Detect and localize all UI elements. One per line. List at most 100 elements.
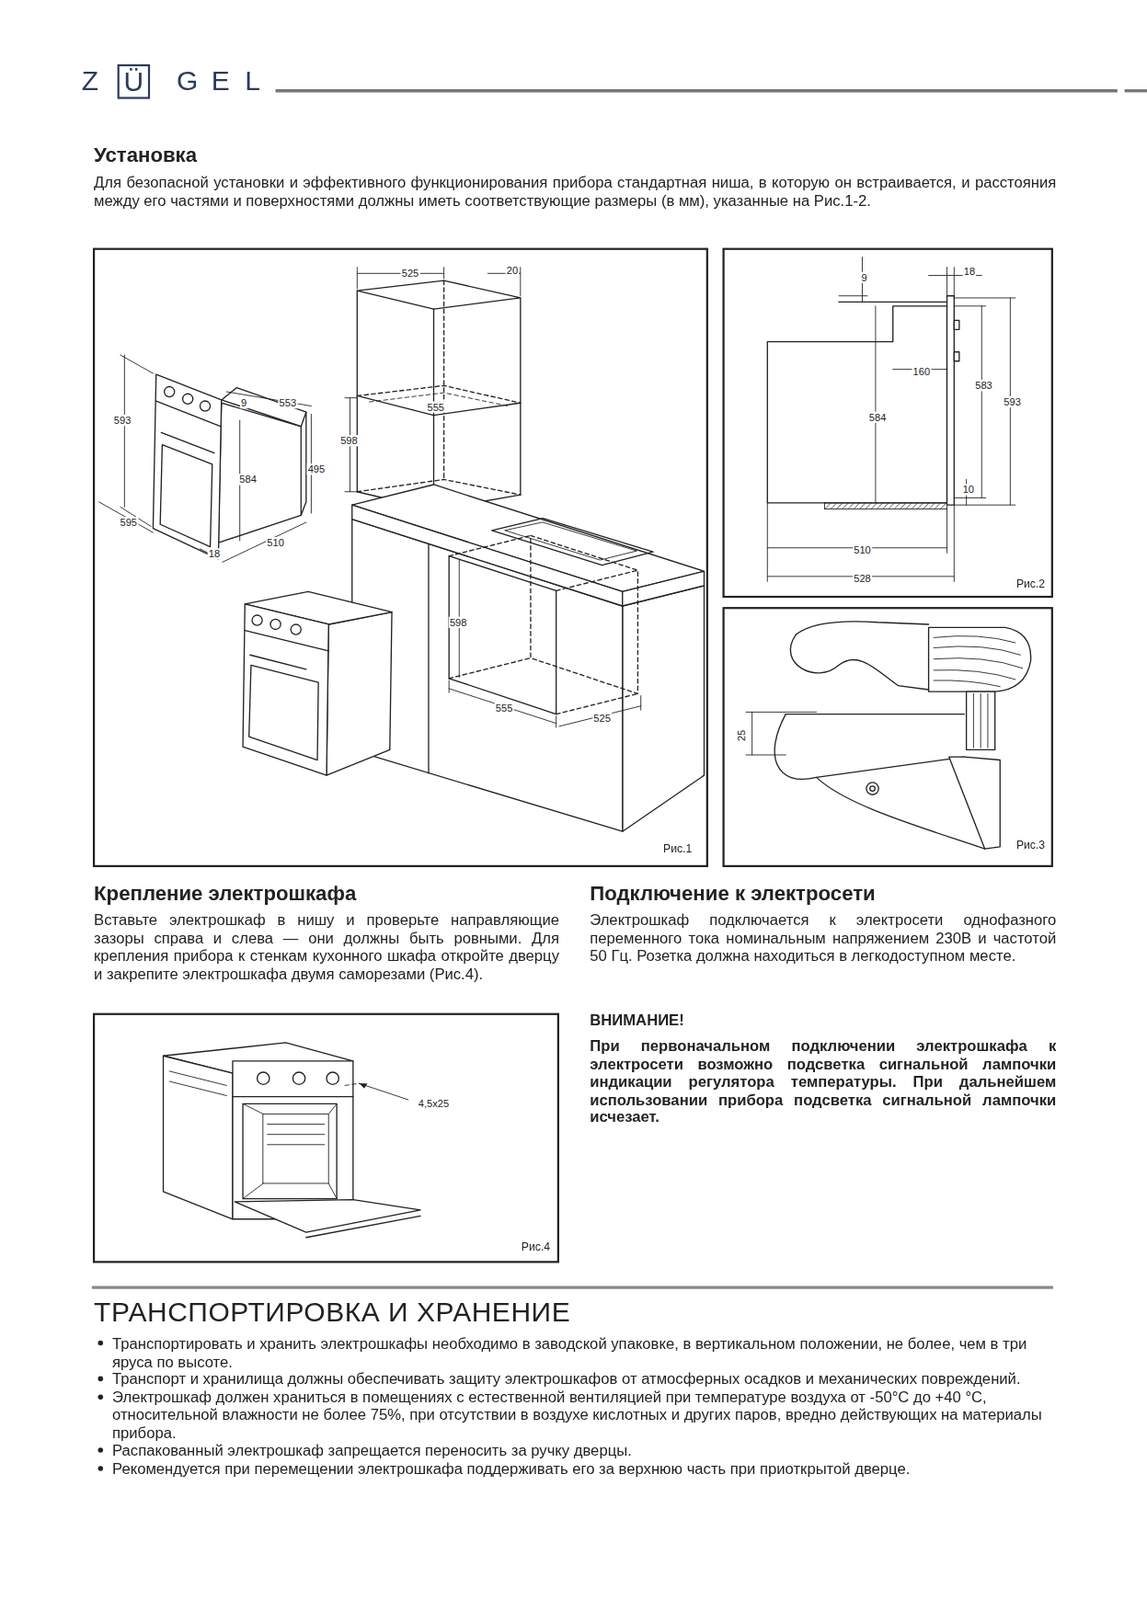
leader-line: [359, 1083, 409, 1101]
dimension-value: 525: [401, 267, 421, 279]
figure-caption: Рис.2: [1016, 577, 1045, 590]
figure-frame: 25Рис.3: [722, 607, 1053, 868]
dimension-line: [953, 504, 1016, 506]
oven-side-view: [953, 320, 960, 330]
mounting-detail: [949, 757, 1000, 849]
dimension-value: 18: [207, 548, 222, 560]
dimension-line: [99, 502, 154, 533]
oven-illustration: [160, 432, 215, 453]
dimension-line: [953, 267, 955, 297]
cabinet-illustration: [356, 395, 521, 415]
oven-illustration: [199, 401, 210, 412]
dimension-line: [767, 503, 769, 582]
dimension-line: [555, 716, 557, 728]
dimension-value: 528: [852, 573, 872, 585]
rule-line: [91, 1285, 1054, 1289]
cabinet-illustration: [448, 658, 531, 679]
oven-illustration: [160, 445, 213, 548]
mounting-detail: [973, 693, 975, 748]
dimension-line: [953, 305, 986, 307]
dimension-line: [344, 397, 357, 399]
dimension-value: 510: [852, 544, 872, 556]
leader-line: [344, 1083, 409, 1101]
dimension-value: 10: [962, 483, 976, 495]
oven-illustration: [242, 591, 392, 776]
mounting-detail: [933, 680, 1000, 688]
body-text: Электрошкаф подключается к электросети о…: [589, 911, 1056, 965]
dimension-line: [953, 497, 986, 499]
figure-caption: Рис.4: [521, 1240, 551, 1253]
dimension-line: [199, 549, 220, 560]
cabinet-illustration: [622, 571, 705, 607]
oven-illustration: [169, 1081, 227, 1097]
mounting-detail: [933, 646, 1021, 655]
dimension-value: 555: [425, 401, 446, 413]
cabinet-illustration: [556, 693, 639, 714]
warning-heading: ВНИМАНИЕ!: [589, 1010, 685, 1030]
section-heading: Крепление электрошкафа: [93, 880, 356, 906]
rule-line: [1124, 89, 1147, 92]
mounting-detail: [929, 627, 1032, 692]
oven-side-view: [767, 296, 960, 510]
bullet-dot: [98, 1447, 104, 1454]
mounting-detail: [933, 670, 1016, 680]
section-heading: Подключение к электросети: [589, 880, 875, 906]
section-heading: Установка: [93, 142, 197, 168]
oven-illustration: [234, 1200, 421, 1234]
dimension-value: 525: [592, 712, 612, 724]
cabinet-illustration: [556, 570, 639, 591]
dimension-value: 583: [974, 379, 994, 391]
dimension-line: [745, 754, 786, 756]
dimension-line: [981, 306, 983, 499]
oven-illustration: [267, 1144, 325, 1146]
mounting-detail: [986, 693, 988, 748]
dimension-line: [120, 355, 154, 374]
logo-letter: L: [244, 65, 261, 96]
warning-text: При первоначальном подключении электрошк…: [589, 1036, 1056, 1126]
dimension-value: 584: [238, 473, 258, 485]
dimension-line: [953, 504, 955, 582]
oven-illustration: [252, 615, 263, 626]
oven-illustration: [232, 1096, 354, 1098]
cabinet-illustration: [492, 518, 654, 566]
dimension-value: 510: [265, 537, 286, 549]
oven-illustration: [263, 1113, 329, 1183]
oven-illustration: [217, 402, 301, 543]
oven-side-view: [953, 352, 960, 362]
cabinet-illustration: [356, 280, 521, 310]
list-text: Рекомендуется при перемещении электрошка…: [112, 1459, 910, 1478]
bullet-dot: [98, 1466, 104, 1472]
figure-frame: 5252095535555935985844955951851059855552…: [92, 248, 709, 868]
mounting-detail: [980, 693, 982, 748]
dimension-value: 593: [113, 414, 133, 426]
list-text: Электрошкаф должен храниться в помещения…: [112, 1387, 1043, 1442]
bullet-item: Транспорт и хранилища должны обеспечиват…: [93, 1370, 1056, 1388]
oven-illustration: [292, 1072, 305, 1085]
logo-box: Ü: [117, 64, 151, 100]
body-text: Для безопасной установки и эффективного …: [93, 173, 1056, 210]
oven-side-view: [838, 301, 948, 303]
dimension-line: [559, 706, 642, 727]
cabinet-illustration: [356, 385, 521, 403]
bullet-dot: [98, 1394, 104, 1400]
dimension-value: 598: [339, 435, 359, 447]
oven-illustration: [164, 386, 175, 397]
oven-illustration: [156, 401, 221, 427]
oven-illustration: [242, 1103, 337, 1199]
bullet-item: Электрошкаф должен храниться в помещения…: [93, 1387, 1056, 1442]
logo-letter: Z: [81, 65, 99, 96]
dimension-line: [124, 355, 126, 507]
dimension-line: [946, 267, 948, 297]
figure-frame: 4,5x25Рис.4: [92, 1013, 560, 1264]
mounting-detail: [795, 621, 929, 635]
mounting-detail: [870, 786, 876, 792]
logo-letter: Ü: [124, 66, 145, 97]
mounting-detail: [785, 713, 964, 715]
dimension-line: [344, 491, 357, 493]
oven-illustration: [249, 665, 319, 760]
bullet-dot: [98, 1341, 104, 1347]
oven-illustration: [242, 1183, 264, 1200]
dimension-value: 18: [963, 265, 977, 277]
dimension-line: [751, 711, 753, 756]
cabinet-illustration: [622, 585, 705, 832]
